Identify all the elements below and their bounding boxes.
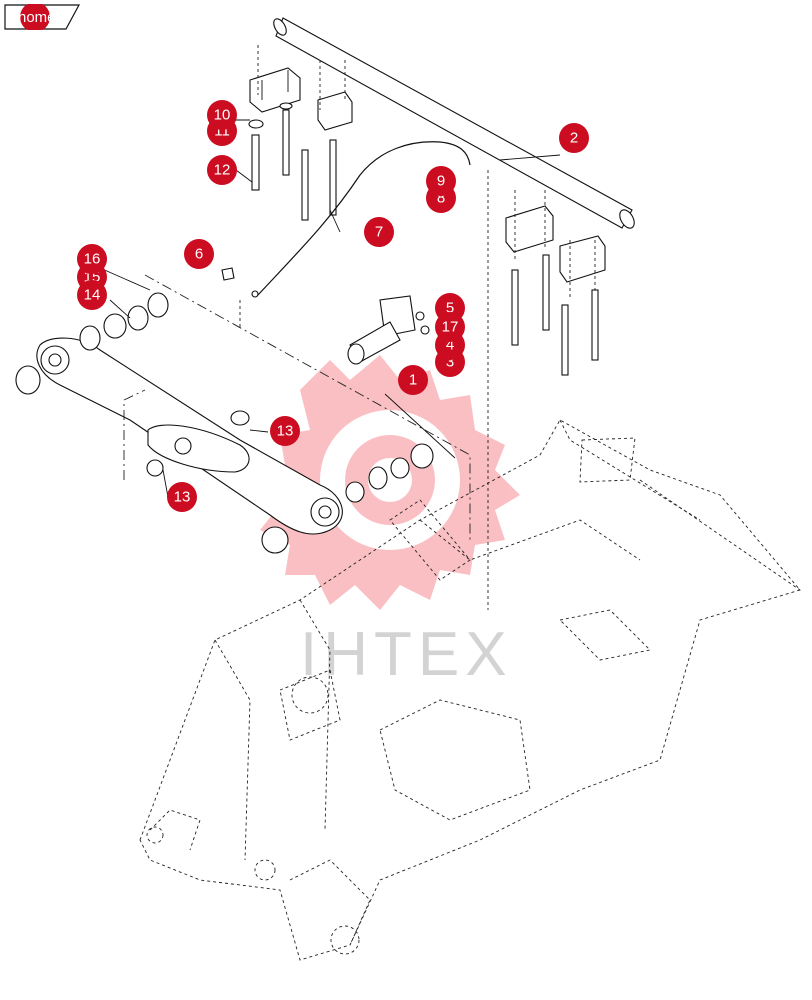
pivot-pin — [347, 295, 430, 365]
callout-7[interactable]: 7 — [364, 217, 394, 247]
leader-lines — [99, 119, 489, 610]
svg-text:1: 1 — [409, 372, 417, 389]
svg-text:6: 6 — [195, 246, 203, 263]
home-button[interactable]: home — [4, 4, 80, 30]
callout-12[interactable]: 12 — [207, 155, 237, 185]
home-tab-shape — [4, 4, 80, 30]
svg-text:14: 14 — [84, 287, 101, 304]
snap-rings — [15, 292, 434, 554]
callout-6[interactable]: 6 — [184, 239, 214, 269]
shaft-tube — [273, 17, 635, 229]
svg-text:5: 5 — [446, 300, 454, 317]
callout-10[interactable]: 10 — [207, 100, 237, 130]
callout-1[interactable]: 1 — [398, 365, 428, 395]
hose-end — [251, 290, 259, 298]
callout-16[interactable]: 16 — [77, 244, 107, 274]
svg-text:7: 7 — [375, 224, 383, 241]
grease-hose — [257, 141, 471, 296]
lower-clamp-brackets — [505, 190, 606, 376]
callout-13-upper[interactable]: 13 — [270, 416, 300, 446]
callout-17[interactable]: 17 — [435, 312, 465, 342]
svg-text:4: 4 — [446, 337, 454, 354]
svg-text:2: 2 — [570, 130, 578, 147]
callout-13-lower[interactable]: 13 — [167, 482, 197, 512]
svg-text:10: 10 — [214, 107, 231, 124]
callout-9[interactable]: 9 — [426, 166, 456, 196]
svg-text:8: 8 — [437, 190, 445, 207]
svg-text:12: 12 — [214, 162, 231, 179]
watermark-text: ІНТЕХ — [300, 620, 513, 689]
svg-text:9: 9 — [437, 173, 445, 190]
svg-text:3: 3 — [446, 354, 454, 371]
svg-text:13: 13 — [174, 489, 191, 506]
callout-14[interactable]: 14 — [77, 280, 107, 310]
svg-text:17: 17 — [442, 319, 459, 336]
svg-text:13: 13 — [277, 423, 294, 440]
lift-arm — [36, 337, 343, 535]
loader-frame — [139, 419, 801, 961]
home-label: home — [18, 9, 56, 26]
callout-2[interactable]: 2 — [559, 123, 589, 153]
svg-text:16: 16 — [84, 251, 101, 268]
grease-fitting — [221, 267, 235, 281]
upper-clamp-brackets — [248, 45, 353, 221]
